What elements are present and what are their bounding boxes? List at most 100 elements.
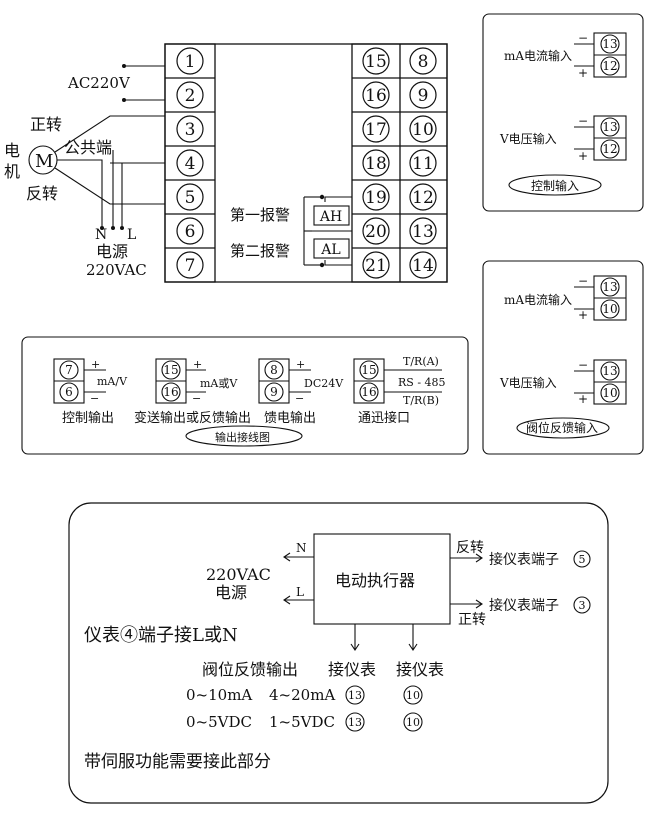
terminal-7: 7 (185, 256, 196, 276)
terminal-n-l-note: 仪表④端子接L或N (84, 625, 238, 646)
actuator-power-label: 电源 (215, 583, 247, 602)
valve-feedback-caption: 阀位反馈输入 (526, 420, 598, 435)
terminal-8: 8 (418, 52, 429, 72)
l-label: L (127, 227, 136, 243)
actuator-reverse: 反转 (456, 540, 484, 556)
ah-code: AH (319, 209, 342, 225)
terminal-5: 5 (185, 188, 196, 208)
feedback-col-2: 接仪表 (396, 660, 444, 679)
vf-ma-t2: 10 (602, 302, 617, 316)
terminal-13: 13 (412, 222, 434, 242)
motor-label-2: 机 (4, 162, 20, 181)
out-feed-label: 馈电输出 (264, 410, 316, 426)
n-label: N (95, 227, 107, 243)
terminal-16: 16 (365, 86, 387, 106)
out-feed-signal: DC24V (304, 377, 344, 390)
out-feed-t1: 8 (270, 363, 278, 377)
row-1-terminal-1: 13 (348, 689, 362, 702)
common-label: 公共端 (64, 138, 112, 157)
row-2-terminal-1: 13 (348, 716, 362, 729)
control-input-panel (482, 13, 644, 212)
actuator-n: N (296, 541, 307, 555)
terminal-12: 12 (412, 188, 434, 208)
out-transmit-minus: − (192, 392, 201, 405)
terminal-21: 21 (365, 256, 387, 276)
out-comm-label: 通迅接口 (358, 410, 410, 426)
out-transmit-signal: mA或V (200, 377, 238, 390)
terminal-5-circled: 5 (579, 553, 586, 566)
row-1-range-b: 4~20mA (269, 686, 335, 704)
out-feed-minus: − (295, 392, 304, 405)
vf-v-t2: 10 (602, 386, 617, 400)
out-transmit-label: 变送输出或反馈输出 (134, 410, 251, 426)
row-2-range-b: 1~5VDC (269, 713, 335, 731)
out-transmit-t1: 15 (163, 363, 178, 377)
terminal-11: 11 (412, 154, 434, 174)
ci-ma-t1: 13 (602, 37, 617, 51)
out-transmit-t2: 16 (163, 385, 178, 399)
out-comm-trb: T/R(B) (403, 394, 439, 407)
out-comm-tra: T/R(A) (403, 355, 439, 368)
vf-ma-label: mA电流输入 (504, 292, 572, 307)
output-wiring-caption: 输出接线图 (215, 430, 270, 444)
vf-v-plus: + (578, 392, 588, 406)
al-code: AL (320, 242, 340, 258)
second-alarm-label: 第二报警 (230, 242, 290, 260)
forward-label: 正转 (30, 115, 62, 134)
ci-v-plus: + (578, 149, 588, 163)
terminal-9: 9 (418, 86, 429, 106)
vf-ma-minus: − (578, 274, 588, 288)
first-alarm-label: 第一报警 (230, 206, 290, 224)
terminal-6: 6 (185, 222, 196, 242)
vf-v-minus: − (578, 358, 588, 372)
vf-v-t1: 13 (602, 364, 617, 378)
row-2-range-a: 0~5VDC (186, 713, 252, 731)
valve-feedback-panel (482, 260, 644, 455)
vf-ma-plus: + (578, 308, 588, 322)
motor-label-1: 电 (4, 141, 20, 160)
out-comm-t2: 16 (361, 385, 376, 399)
servo-note: 带伺服功能需要接此部分 (84, 752, 271, 772)
to-terminal-3-label: 接仪表端子 (489, 597, 559, 614)
terminal-3-circled: 3 (579, 599, 586, 612)
terminal-17: 17 (365, 120, 387, 140)
ci-ma-t2: 12 (602, 59, 617, 73)
ci-ma-plus: + (578, 66, 588, 80)
control-input-caption: 控制输入 (531, 178, 579, 193)
out-transmit-plus: + (193, 358, 202, 371)
vf-ma-t1: 13 (602, 280, 617, 294)
terminal-1: 1 (185, 52, 196, 72)
vf-v-label: V电压输入 (499, 375, 557, 390)
out-comm-t1: 15 (361, 363, 376, 377)
row-1-range-a: 0~10mA (186, 686, 252, 704)
power-voltage-label: 220VAC (86, 261, 147, 279)
ci-ma-label: mA电流输入 (504, 48, 572, 63)
ci-v-label: V电压输入 (499, 131, 557, 146)
actuator-panel (68, 502, 609, 804)
actuator-box-label: 电动执行器 (335, 571, 415, 590)
actuator-forward: 正转 (458, 612, 486, 628)
ac-voltage-label: AC220V (67, 74, 131, 92)
terminal-2: 2 (185, 86, 196, 106)
row-1-terminal-2: 10 (406, 689, 420, 702)
terminal-10: 10 (412, 120, 434, 140)
out-control-t2: 6 (65, 385, 73, 399)
motor-symbol: M (35, 151, 53, 172)
power-source-label: 电源 (96, 242, 128, 261)
terminal-4: 4 (185, 154, 196, 174)
ci-v-t1: 13 (602, 120, 617, 134)
terminal-15: 15 (365, 52, 387, 72)
output-wiring-panel (21, 336, 469, 455)
actuator-box (313, 533, 451, 625)
actuator-l: L (296, 585, 304, 599)
to-terminal-5-label: 接仪表端子 (489, 551, 559, 568)
actuator-power-voltage: 220VAC (206, 565, 271, 584)
row-2-terminal-2: 10 (406, 716, 420, 729)
out-feed-plus: + (296, 358, 305, 371)
feedback-output-title: 阀位反馈输出 (202, 660, 298, 679)
out-control-plus: + (91, 358, 100, 371)
terminal-18: 18 (365, 154, 387, 174)
terminal-20: 20 (365, 222, 387, 242)
out-control-minus: − (90, 392, 99, 405)
